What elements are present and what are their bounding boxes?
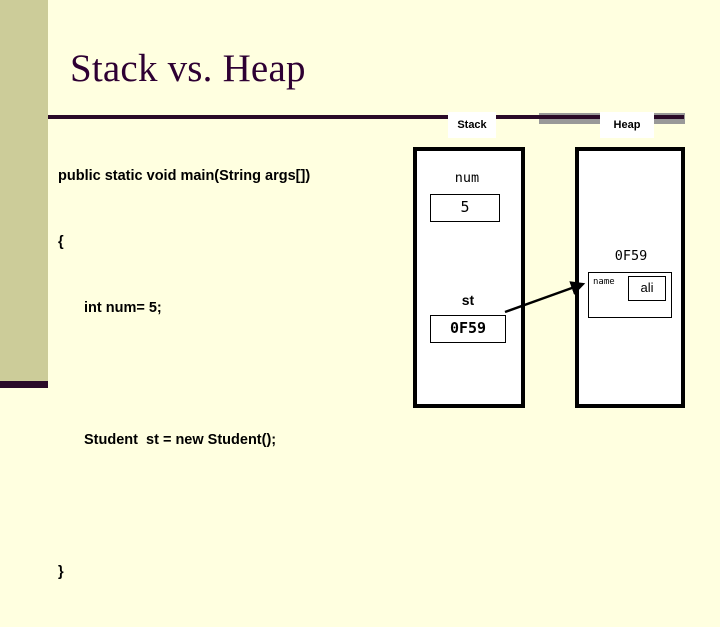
code-line-5: Student st = new Student(); <box>84 432 277 448</box>
code-line-2: { <box>58 234 64 250</box>
stack-region-box <box>413 147 525 408</box>
code-block: public static void main(String args[]) {… <box>58 121 310 627</box>
code-line-1: public static void main(String args[]) <box>58 168 311 184</box>
heap-object-field-name: name <box>593 277 615 287</box>
stack-slot-st-label: st <box>461 292 475 308</box>
stack-region-label: Stack <box>448 112 496 138</box>
left-accent-strip <box>0 0 48 381</box>
heap-object-field-value: ali <box>628 276 666 301</box>
page-title: Stack vs. Heap <box>70 47 306 90</box>
code-line-7: } <box>58 564 64 580</box>
code-line-6 <box>58 495 310 517</box>
stack-slot-st-value: 0F59 <box>430 315 506 343</box>
heap-object-address: 0F59 <box>614 248 648 264</box>
code-line-4 <box>58 363 310 385</box>
code-line-3: int num= 5; <box>84 300 162 316</box>
title-divider-rule <box>48 115 684 119</box>
heap-region-label: Heap <box>600 112 654 138</box>
heap-object-box: name ali <box>588 272 672 318</box>
slide-canvas: Stack vs. Heap public static void main(S… <box>0 0 685 580</box>
stack-slot-num-label: num <box>454 170 480 186</box>
stack-slot-num-value: 5 <box>430 194 500 222</box>
left-accent-strip-foot <box>0 381 48 388</box>
